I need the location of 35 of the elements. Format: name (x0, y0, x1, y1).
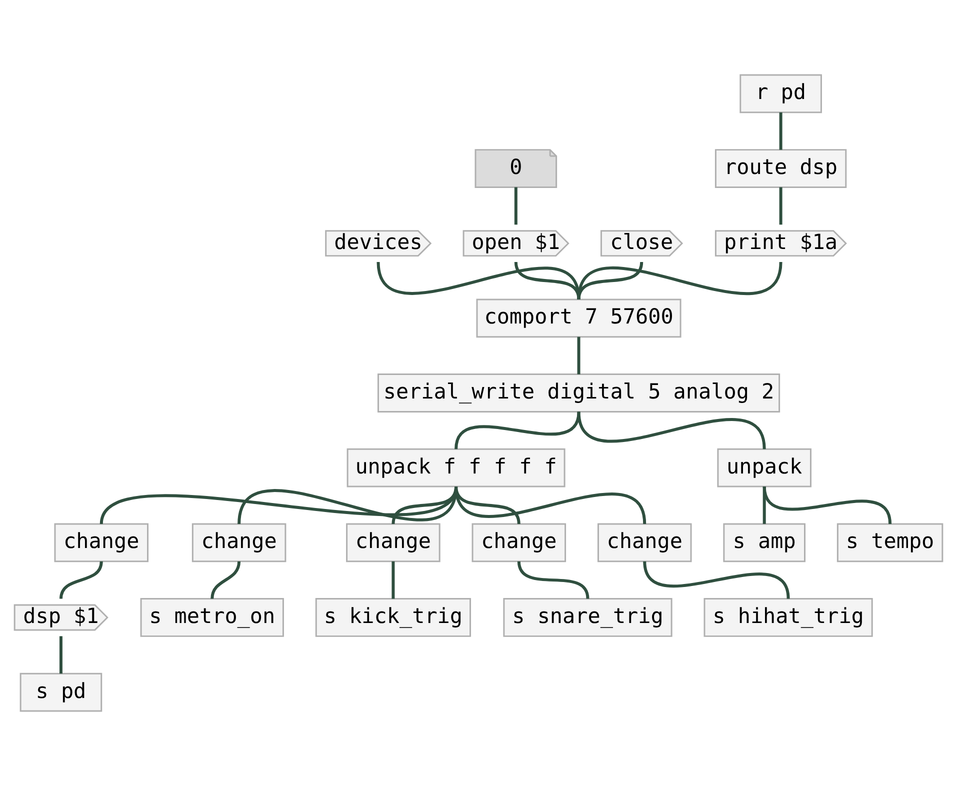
connector (643, 561, 790, 600)
node-box: change (472, 523, 566, 562)
node-box: change (54, 523, 149, 562)
connector (59, 636, 62, 674)
node-box: change (346, 523, 440, 562)
connector (577, 336, 580, 374)
connector (59, 561, 103, 599)
connector (454, 486, 646, 524)
connector (238, 486, 458, 524)
node-box: s pd (20, 672, 102, 712)
connector (392, 561, 395, 599)
node-box: s kick_trig (315, 598, 472, 637)
node-box: change (597, 523, 692, 562)
connector (577, 411, 766, 450)
connector (762, 486, 892, 524)
connector (514, 262, 580, 300)
node-box: unpack f f f f f (346, 448, 566, 488)
node-box: s hihat_trig (704, 598, 873, 637)
node-box: s amp (723, 523, 806, 562)
node-box: change (192, 523, 286, 562)
connector (454, 411, 580, 450)
node-box: route dsp (714, 149, 847, 188)
connector (577, 262, 782, 300)
connector (376, 262, 580, 300)
node-box: serial_write digital 5 analog 2 (377, 374, 780, 412)
node-box: unpack (717, 448, 812, 488)
connector (514, 187, 518, 225)
node-box: s metro_on (140, 598, 284, 637)
node-box: comport 7 57600 (476, 298, 682, 338)
connector (210, 561, 241, 599)
node-box: r pd (740, 74, 822, 114)
connector (779, 112, 782, 150)
node-box: s tempo (836, 523, 944, 562)
connector (779, 187, 782, 225)
node-box: s snare_trig (503, 598, 672, 637)
